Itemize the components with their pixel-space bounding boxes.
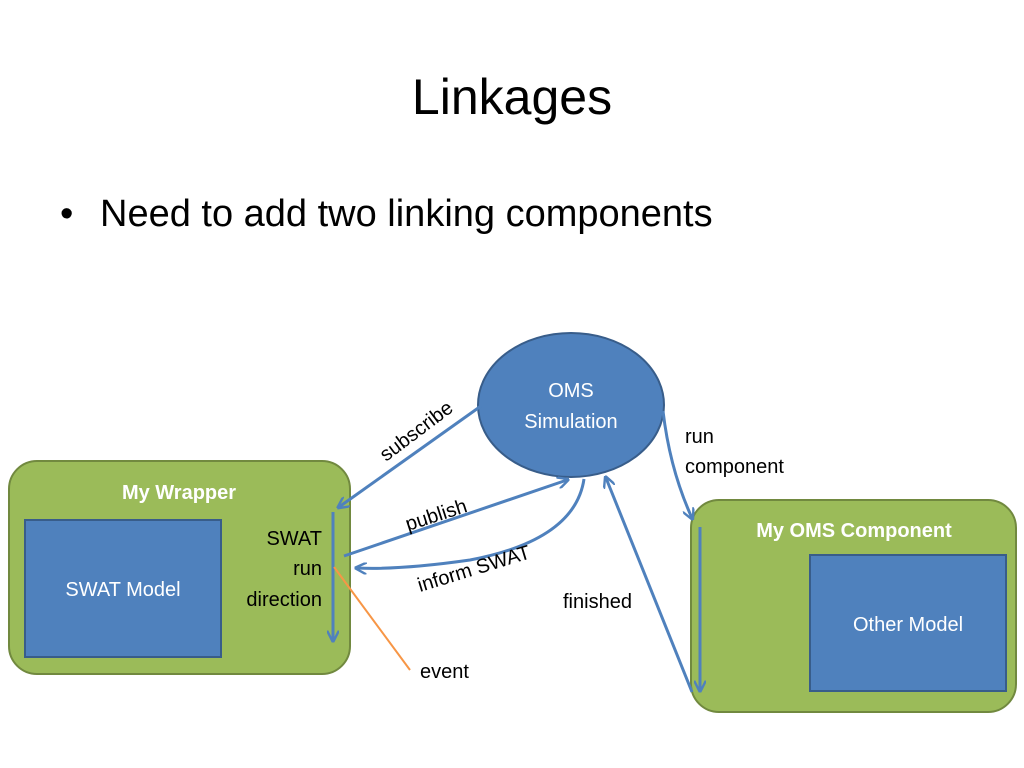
run-direction-line-2: run — [293, 558, 322, 580]
publish-label: publish — [403, 495, 470, 536]
slide-title: Linkages — [411, 69, 613, 125]
oms-simulation-label-line-2: Simulation — [524, 411, 617, 433]
my-wrapper-title: My Wrapper — [122, 482, 236, 504]
my-oms-component-title: My OMS Component — [756, 520, 952, 542]
oms-simulation-node — [477, 332, 665, 478]
event-line — [333, 566, 411, 671]
bullet-item: • Need to add two linking components — [60, 190, 713, 238]
event-label: event — [420, 661, 469, 683]
other-model-box — [809, 554, 1007, 692]
other-model-label: Other Model — [853, 614, 963, 636]
run-direction-line-3: direction — [246, 589, 322, 611]
inform-swat-arrow — [357, 478, 586, 568]
bullet-text: Need to add two linking components — [100, 193, 713, 235]
subscribe-arrow — [339, 404, 482, 507]
run-component-label-line-1: run — [685, 426, 714, 448]
oms-simulation-label-line-1: OMS — [548, 380, 594, 402]
publish-arrow — [343, 480, 567, 558]
inform-swat-label: inform SWAT — [415, 542, 533, 597]
swat-model-label: SWAT Model — [65, 579, 180, 601]
finished-arrow — [606, 478, 694, 693]
finished-label: finished — [563, 591, 632, 613]
run-component-label-line-2: component — [685, 456, 784, 478]
swat-model-box — [24, 519, 222, 658]
run-direction-line-1: SWAT — [266, 528, 322, 550]
run-component-arrow — [661, 410, 692, 518]
bullet-glyph: • — [60, 193, 74, 235]
